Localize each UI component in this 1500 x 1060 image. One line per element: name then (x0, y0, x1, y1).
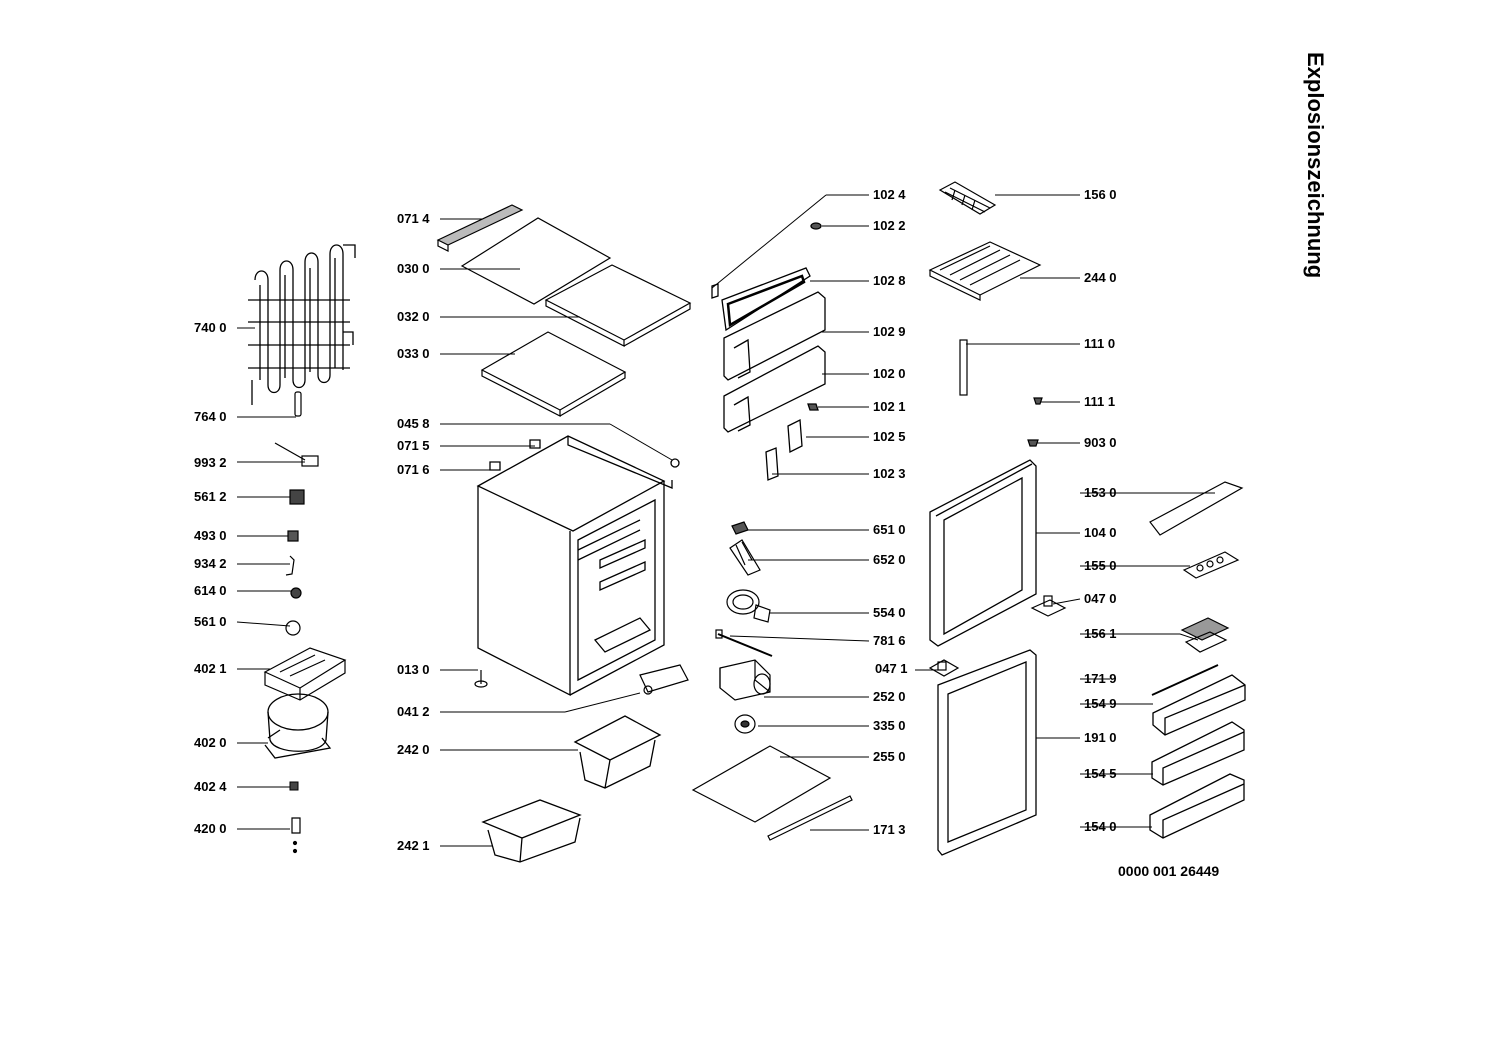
part-label: 102 2 (873, 218, 906, 233)
door-bin-154-5 (1151, 721, 1245, 786)
part-label: 047 0 (1084, 591, 1117, 606)
condenser (248, 244, 356, 405)
ice-tray (938, 181, 997, 215)
diagram-title: Explosionszeichnung (1303, 52, 1328, 279)
top-plates (436, 204, 692, 417)
strip-171-3 (767, 795, 853, 841)
part-label: 764 0 (194, 409, 227, 424)
part-label: 244 0 (1084, 270, 1117, 285)
thermostat (301, 455, 319, 467)
part-label: 252 0 (873, 689, 906, 704)
part-label: 740 0 (194, 320, 227, 335)
part-label: 154 9 (1084, 696, 1117, 711)
evaporator-door-parts (711, 222, 826, 481)
part-label: 561 2 (194, 489, 227, 504)
glass-plate-255-0 (691, 745, 832, 823)
part-label: 402 1 (194, 661, 227, 676)
part-label: 033 0 (397, 346, 430, 361)
relay (289, 489, 305, 505)
part-label: 111 0 (1084, 336, 1116, 351)
crisper-drawer-242-0 (573, 715, 662, 789)
part-label: 104 0 (1084, 525, 1117, 540)
part-label: 102 3 (873, 466, 906, 481)
part-label: 934 2 (194, 556, 227, 571)
part-label: 561 0 (194, 614, 227, 629)
part-label: 191 0 (1084, 730, 1117, 745)
cabinet-feet (474, 664, 689, 695)
part-label: 154 0 (1084, 819, 1117, 834)
part-label: 156 0 (1084, 187, 1117, 202)
part-label: 335 0 (873, 718, 906, 733)
door-bin-154-9 (1152, 674, 1246, 736)
part-label: 554 0 (873, 605, 906, 620)
part-label: 402 4 (194, 779, 227, 794)
part-label: 032 0 (397, 309, 430, 324)
part-label: 781 6 (873, 633, 906, 648)
control-parts (715, 521, 773, 734)
part-label: 255 0 (873, 749, 906, 764)
part-label: 102 4 (873, 187, 906, 202)
part-label: 156 1 (1084, 626, 1117, 641)
cabinet (476, 435, 680, 697)
crisper-drawer-242-1 (481, 799, 582, 863)
part-label: 242 0 (397, 742, 430, 757)
part-label: 041 2 (397, 704, 430, 719)
part-label: 652 0 (873, 552, 906, 567)
part-label: 102 5 (873, 429, 906, 444)
part-label: 071 6 (397, 462, 430, 477)
part-label: 045 8 (397, 416, 430, 431)
part-label: 242 1 (397, 838, 430, 853)
capillary-part (291, 817, 301, 854)
part-label: 420 0 (194, 821, 227, 836)
door-104-0 (929, 459, 1037, 647)
hinge-parts (959, 339, 1043, 447)
part-label: 171 3 (873, 822, 906, 837)
part-label: 155 0 (1084, 558, 1117, 573)
document-number: 0000 001 26449 (1118, 863, 1220, 879)
door-bin-154-0 (1149, 773, 1245, 839)
part-label: 102 9 (873, 324, 906, 339)
compressor (264, 693, 332, 759)
compressor-mount (263, 647, 347, 701)
butter-box (1180, 617, 1230, 653)
part-label: 993 2 (194, 455, 227, 470)
part-label: 903 0 (1084, 435, 1117, 450)
clip (289, 781, 299, 791)
door-foot-parts (928, 595, 1067, 677)
part-label: 102 0 (873, 366, 906, 381)
egg-tray (1182, 551, 1240, 579)
shelf-grid (928, 241, 1042, 301)
filter-drier (294, 391, 302, 417)
part-label: 154 5 (1084, 766, 1117, 781)
part-label: 402 0 (194, 735, 227, 750)
part-label: 614 0 (194, 583, 227, 598)
part-label: 153 0 (1084, 485, 1117, 500)
part-label: 071 4 (397, 211, 430, 226)
connector (287, 530, 299, 542)
part-label: 111 1 (1084, 394, 1116, 409)
part-label: 102 1 (873, 399, 906, 414)
door-cover-153-0 (1149, 481, 1244, 536)
door-gasket-191-0 (937, 649, 1037, 856)
part-label: 047 1 (875, 661, 908, 676)
part-label: 651 0 (873, 522, 906, 537)
leader-lines (236, 194, 1215, 847)
part-label: 102 8 (873, 273, 906, 288)
part-label: 071 5 (397, 438, 430, 453)
part-label: 171 9 (1084, 671, 1117, 686)
part-label: 013 0 (397, 662, 430, 677)
part-label: 493 0 (194, 528, 227, 543)
left-small-parts (274, 391, 319, 636)
part-label: 030 0 (397, 261, 430, 276)
rail-171-9 (1151, 664, 1219, 696)
